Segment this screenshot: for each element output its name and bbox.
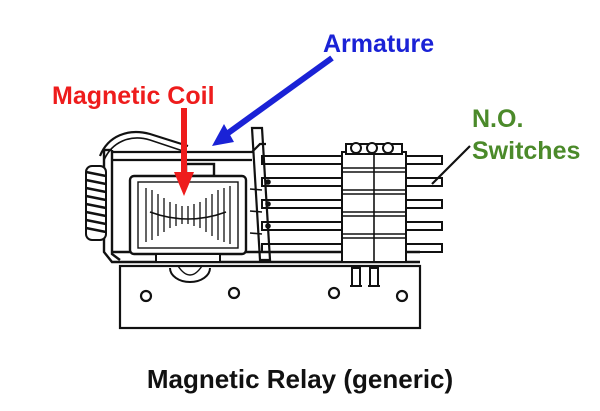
- base-plate: [118, 264, 422, 330]
- magnetic-coil-label: Magnetic Coil: [52, 82, 215, 110]
- switches-label-line2: Switches: [472, 137, 581, 165]
- lead-wire: [98, 130, 189, 157]
- switches-label: N.O. Switches: [472, 103, 580, 167]
- coil-arrow: [174, 108, 194, 196]
- diagram-caption: Magnetic Relay (generic): [146, 364, 454, 394]
- armature-label: Armature: [323, 30, 435, 58]
- switches-pointer: [431, 145, 471, 185]
- terminals: [350, 267, 380, 287]
- armature-arrow: [212, 55, 334, 146]
- switches-label-line1: N.O.: [472, 105, 524, 133]
